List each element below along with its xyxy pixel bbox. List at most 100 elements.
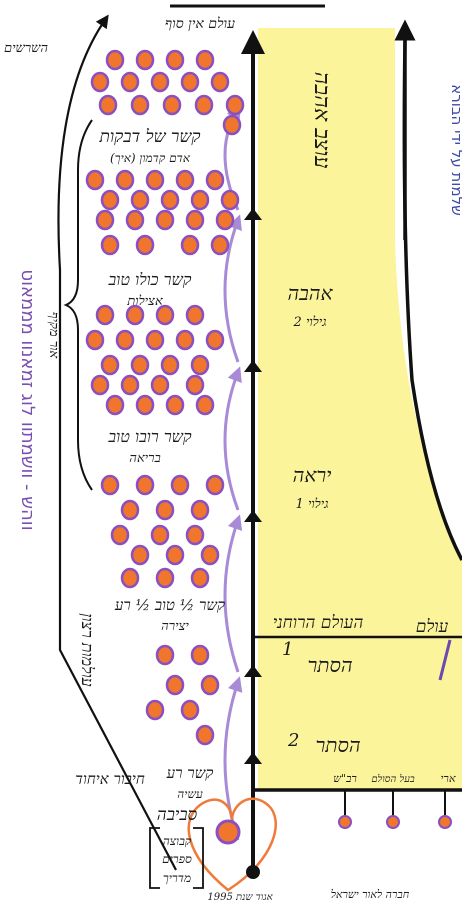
heart-label: אגוד שנת 1995: [207, 892, 273, 903]
brace-label: אור מקיף: [46, 312, 61, 360]
bracket-item-1: קבוצה: [163, 834, 192, 848]
seed-dots: [85, 49, 245, 746]
seed-dot: [205, 329, 225, 351]
seed-dot: [222, 114, 242, 136]
level-2-subtitle: אצילות: [126, 294, 164, 309]
level-1-title: קשר של דבקות: [98, 127, 200, 147]
seed-dot: [160, 354, 180, 376]
bottom-points: [338, 790, 452, 829]
level-4-title: קשר ½ טוב ½ רע: [114, 596, 225, 614]
section-2-subtitle: גילוי 2: [293, 315, 327, 330]
seed-dot: [135, 234, 155, 256]
seed-dot: [185, 304, 205, 326]
seed-dot: [215, 209, 235, 231]
top-label: עולם אין סוף: [165, 16, 235, 32]
bottom-note: חברה לאור ישראל: [331, 888, 410, 901]
bottom-left-bracket-right: [193, 827, 204, 889]
hiding-2-title: הסתר: [315, 733, 360, 757]
seed-dot: [200, 674, 220, 696]
heart-seed: [215, 819, 241, 845]
seed-dot: [95, 304, 115, 326]
section-3-title: יראה: [293, 463, 332, 487]
environment-label: סביבה: [157, 805, 198, 825]
seed-dot: [175, 329, 195, 351]
seed-dot: [145, 699, 165, 721]
side-note-2: חיבור איחוד: [75, 770, 145, 788]
seed-dot: [125, 209, 145, 231]
seed-dot: [130, 94, 150, 116]
seed-dot: [130, 354, 150, 376]
seed-dot: [150, 374, 170, 396]
seed-dot: [150, 524, 170, 546]
seed-dot: [155, 567, 175, 589]
hiding-1-title: הסתר: [307, 653, 352, 677]
side-note: עולמות רצון: [78, 613, 97, 686]
seed-dot: [160, 189, 180, 211]
seed-dot: [155, 209, 175, 231]
bottom-point-3: ארי: [441, 772, 456, 785]
seed-dot: [180, 699, 200, 721]
seed-dot: [190, 644, 210, 666]
seed-dot: [150, 71, 170, 93]
seed-dot: [155, 304, 175, 326]
seed-dot: [200, 544, 220, 566]
top-left-label: השרשים: [4, 41, 48, 56]
seed-dot: [100, 189, 120, 211]
seed-dot: [162, 94, 182, 116]
seed-dot: [205, 474, 225, 496]
heart-shape: [187, 797, 277, 892]
section-3-subtitle: גילוי 1: [296, 497, 329, 512]
bracket-item-3: מדריך: [163, 871, 191, 885]
hiding-2-number: 2: [287, 730, 299, 751]
level-3-subtitle: בריאה: [129, 451, 160, 466]
seed-dot: [175, 169, 195, 191]
seed-dot: [135, 49, 155, 71]
seed-dot: [220, 189, 240, 211]
seed-dot: [165, 394, 185, 416]
seed-dot: [195, 724, 215, 746]
seed-dot: [120, 567, 140, 589]
seed-dot: [95, 209, 115, 231]
seed-dot: [194, 94, 214, 116]
seed-dot: [145, 169, 165, 191]
bottom-point-1: רב"ש: [333, 772, 357, 785]
seed-dot: [225, 94, 245, 116]
seed-dot: [85, 329, 105, 351]
bottom-point-2: בעל הסולם: [371, 773, 415, 785]
seed-dot: [190, 567, 210, 589]
seed-dot: [185, 209, 205, 231]
seed-dot: [135, 394, 155, 416]
level-3-title: קשר רובו טוב: [107, 427, 192, 446]
seed-dot: [180, 234, 200, 256]
section-1-title: עוצב אהבה: [309, 72, 334, 169]
seed-dot: [105, 49, 125, 71]
seed-dot: [155, 644, 175, 666]
seed-dot: [165, 49, 185, 71]
seed-dot: [180, 71, 200, 93]
seed-dot: [190, 499, 210, 521]
left-vertical-label: ווהש - וושמתוו לוג זמאנוו מממאוט: [17, 269, 38, 530]
world-label: עולם: [416, 617, 449, 637]
seed-dot: [105, 394, 125, 416]
seed-dot: [205, 169, 225, 191]
left-brace: [63, 119, 93, 491]
seed-dot: [135, 474, 155, 496]
seed-dot: [125, 304, 145, 326]
level-4-subtitle: יצירה: [161, 619, 189, 634]
seed-dot: [100, 234, 120, 256]
level-2-title: קשר כולו טוב: [108, 270, 192, 289]
seed-dot: [98, 94, 118, 116]
section-2-title: אהבה: [287, 281, 333, 305]
level-1-subtitle: אדם קדמון (איך): [110, 151, 191, 165]
seed-dot: [155, 499, 175, 521]
seed-dot: [195, 49, 215, 71]
seed-dot: [115, 169, 135, 191]
seed-dot: [170, 474, 190, 496]
seed-dot: [85, 169, 105, 191]
seed-dot: [145, 329, 165, 351]
hiding-1-number: 1: [282, 639, 293, 660]
seed-dot: [90, 374, 110, 396]
left-outer-arrow: [57, 14, 177, 871]
purple-bracket: [438, 639, 452, 681]
